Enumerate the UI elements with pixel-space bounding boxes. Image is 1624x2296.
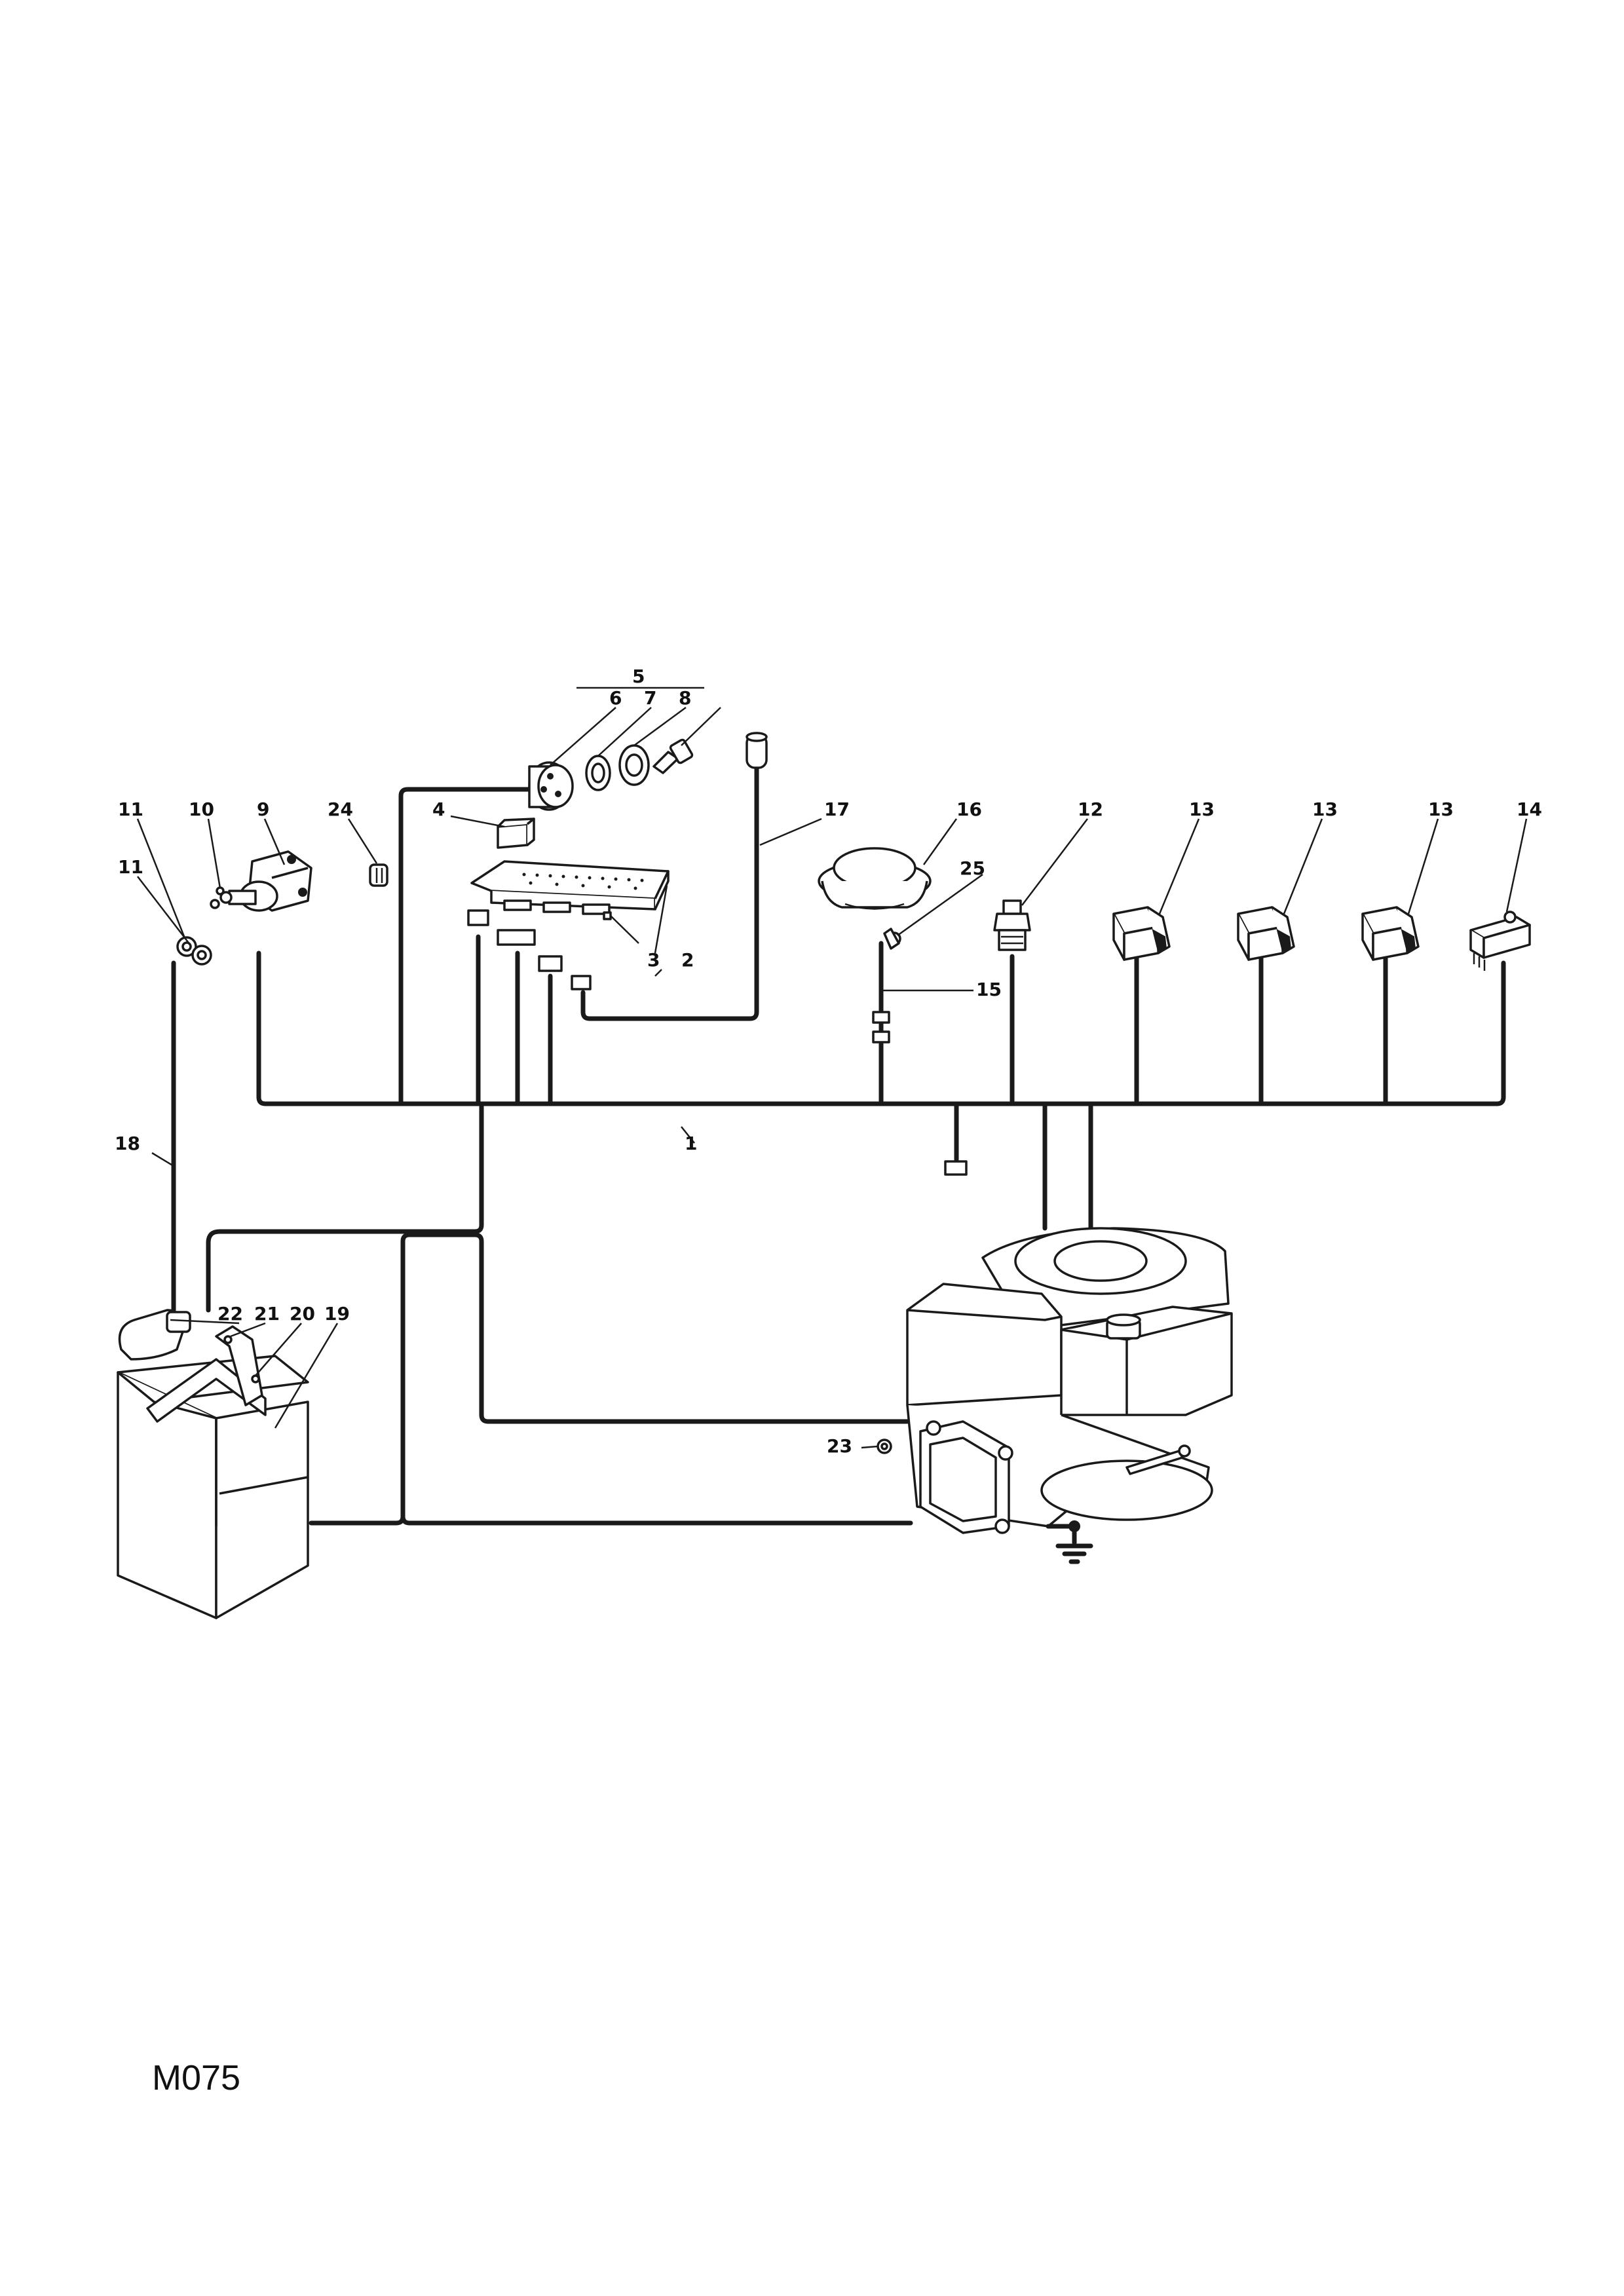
leader-lines	[136, 706, 1528, 1449]
battery-strap	[146, 1325, 267, 1423]
callout-20: 20	[290, 1303, 315, 1325]
diagram-code: M075	[152, 2058, 240, 2098]
starter-solenoid	[210, 850, 312, 912]
callout-19: 19	[324, 1303, 350, 1325]
safety-switch	[1237, 906, 1295, 961]
engine-nut	[877, 1439, 892, 1454]
horn	[818, 847, 932, 910]
wiring-harness	[171, 764, 1506, 1526]
terminal-cover	[118, 1309, 191, 1361]
callout-4: 4	[432, 799, 445, 820]
battery	[117, 1355, 309, 1619]
oil-pressure-switch	[993, 899, 1031, 951]
safety-switch	[1361, 906, 1420, 961]
solenoid-nut	[176, 936, 212, 966]
callout-5: 5	[632, 666, 645, 687]
ignition-switch-assembly	[528, 687, 704, 811]
hour-meter	[746, 732, 768, 769]
callout-15: 15	[976, 979, 1002, 1000]
callout-16: 16	[956, 799, 982, 820]
callout-11: 11	[118, 799, 143, 820]
callout-1: 1	[685, 1133, 697, 1154]
callout-11: 11	[118, 856, 143, 878]
callout-22: 22	[217, 1303, 243, 1325]
callout-23: 23	[827, 1435, 852, 1457]
callout-18: 18	[115, 1133, 140, 1154]
callout-25: 25	[960, 857, 985, 879]
callout-24: 24	[328, 799, 353, 820]
callout-9: 9	[257, 799, 269, 820]
callout-17: 17	[824, 799, 850, 820]
callout-labels: 1 2 3 4 5 6 7 8 9 10 11 11 12 13 13 13 1…	[115, 666, 1542, 1457]
connector-15-top	[872, 1011, 890, 1024]
plug-connector	[944, 1160, 968, 1176]
fuse	[603, 911, 612, 920]
callout-10: 10	[189, 799, 214, 820]
engine	[906, 1227, 1233, 1564]
callout-7: 7	[644, 687, 656, 709]
harness-connectors	[467, 909, 968, 1176]
plug-connector	[467, 909, 489, 926]
callout-21: 21	[254, 1303, 280, 1325]
safety-switch	[1112, 906, 1171, 961]
solenoid-washer	[216, 886, 225, 895]
plug-connector	[538, 955, 563, 972]
callout-13: 13	[1189, 799, 1215, 820]
micro-switch	[1469, 911, 1531, 971]
callout-13: 13	[1312, 799, 1338, 820]
cable-clip	[883, 928, 901, 950]
callout-6: 6	[609, 687, 622, 709]
fuse-holder	[369, 863, 388, 887]
callout-8: 8	[679, 687, 691, 709]
callout-2: 2	[681, 949, 694, 971]
callout-13: 13	[1428, 799, 1454, 820]
callout-3: 3	[647, 949, 660, 971]
plug-connector	[497, 929, 536, 946]
callout-14: 14	[1517, 799, 1542, 820]
control-board	[470, 818, 670, 920]
connector-15-bottom	[872, 1030, 890, 1044]
callout-12: 12	[1078, 799, 1103, 820]
plug-connector	[571, 975, 592, 990]
